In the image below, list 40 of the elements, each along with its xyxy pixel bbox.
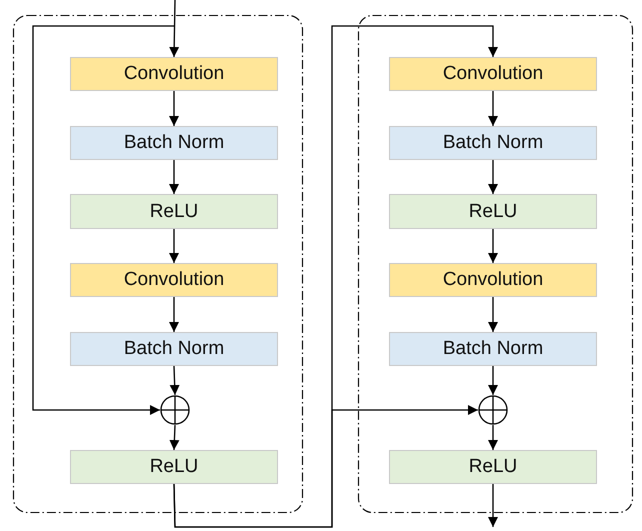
box-label: Convolution (124, 269, 224, 291)
arrow (169, 91, 179, 126)
arrow (488, 366, 498, 395)
box-label: Convolution (442, 63, 544, 85)
arrow (169, 424, 180, 450)
box-label: ReLU (468, 456, 518, 478)
box-label: Batch Norm (442, 132, 544, 154)
box-label: Convolution (442, 269, 544, 291)
relu-box (389, 194, 597, 229)
box-label: ReLU (150, 456, 198, 478)
arrow (488, 91, 498, 126)
arrow (488, 160, 498, 194)
box-label: Batch Norm (124, 338, 224, 360)
arrow (488, 229, 498, 263)
arrow (169, 160, 179, 194)
convolution-box (389, 57, 597, 91)
arrow (488, 484, 498, 527)
batch-norm-box (70, 332, 278, 366)
box-label: Batch Norm (124, 132, 224, 154)
convolution-box (70, 57, 278, 91)
box-label: Batch Norm (442, 338, 544, 360)
arrow (169, 0, 180, 58)
arrow (173, 405, 478, 528)
arrow (32, 25, 175, 415)
arrow (488, 425, 498, 450)
batch-norm-box (389, 332, 597, 366)
relu-box (389, 450, 597, 484)
batch-norm-box (389, 126, 597, 160)
convolution-box (70, 263, 278, 297)
arrow (170, 366, 180, 396)
convolution-box (389, 263, 597, 297)
relu-box (70, 450, 278, 484)
box-label: Convolution (124, 63, 224, 85)
arrow (169, 229, 179, 263)
box-label: ReLU (468, 200, 518, 222)
box-label: ReLU (150, 200, 198, 222)
arrow (488, 297, 498, 332)
arrow (169, 297, 179, 332)
batch-norm-box (70, 126, 278, 160)
relu-box (70, 194, 278, 229)
